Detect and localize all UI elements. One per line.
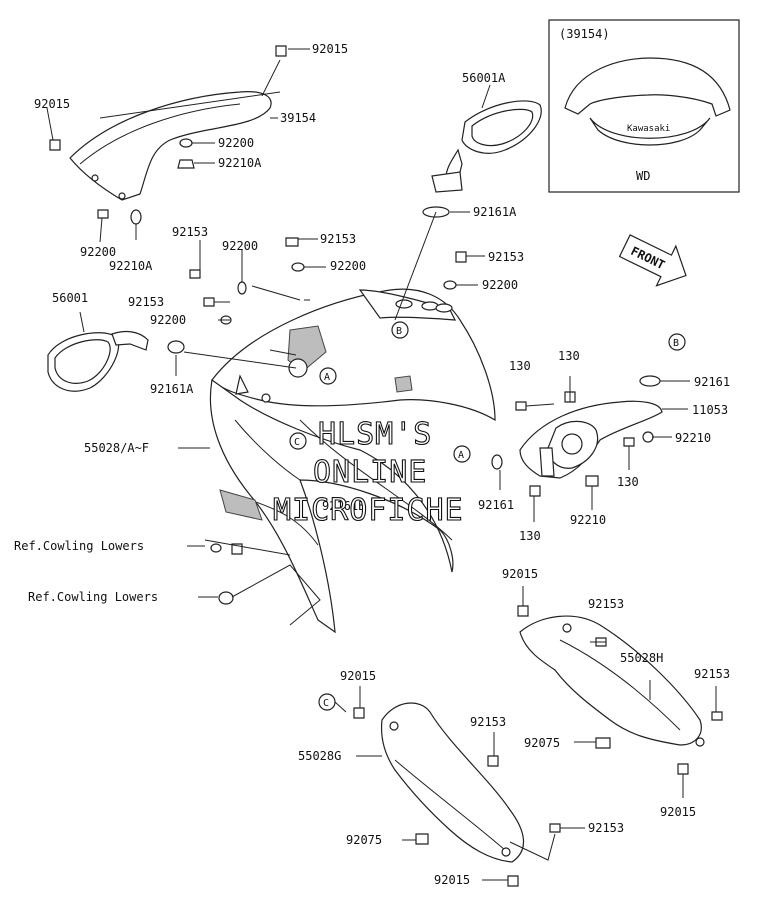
label-92200-f: 92200 <box>150 313 186 327</box>
label-92200-e: 92200 <box>482 278 518 292</box>
label-56001: 56001 <box>52 291 88 305</box>
label-ref-cowling-a: Ref.Cowling Lowers <box>14 539 144 553</box>
label-92015-e: 92015 <box>340 669 376 683</box>
watermark-line-1: HLSM'S <box>318 417 432 452</box>
side-panel-h-part <box>517 605 723 775</box>
label-130-b: 130 <box>558 349 580 363</box>
label-55028G: 55028G <box>298 749 341 763</box>
inset-logo-text: Kawasaki <box>627 124 670 134</box>
label-92015-c: 92015 <box>502 567 538 581</box>
label-92200-d: 92200 <box>330 259 366 273</box>
leader-lines <box>46 48 717 881</box>
label-92200-b: 92200 <box>80 245 116 259</box>
inset-code-label: (39154) <box>559 27 610 41</box>
callout-c2-letter: C <box>323 698 329 709</box>
label-92153-c: 92153 <box>488 250 524 264</box>
callout-a2-letter: A <box>458 450 464 461</box>
callout-circle-c2: C <box>318 693 336 711</box>
label-92161A-a: 92161A <box>473 205 517 219</box>
label-92161A-b: 92161A <box>150 382 194 396</box>
windshield-part <box>69 59 281 201</box>
label-92153-g: 92153 <box>470 715 506 729</box>
front-direction-arrow: FRONT <box>618 234 687 287</box>
label-92210-b: 92210 <box>570 513 606 527</box>
side-panel-g-part <box>353 702 561 887</box>
callout-circle-b1: B <box>391 321 409 339</box>
inset-caption: WD <box>636 169 650 183</box>
label-130-d: 130 <box>519 529 541 543</box>
label-55028AF: 55028/A~F <box>84 441 149 455</box>
mirror-right-part <box>422 100 542 218</box>
label-130-c: 130 <box>617 475 639 489</box>
label-92200-a: 92200 <box>218 136 254 150</box>
label-92015-d: 92015 <box>660 805 696 819</box>
callout-c1-letter: C <box>294 437 300 448</box>
part-labels: 92015 92015 39154 92200 92210A 92200 922… <box>14 42 730 887</box>
label-92015-f: 92015 <box>434 873 470 887</box>
label-92210-a: 92210 <box>675 431 711 445</box>
label-92075-b: 92075 <box>346 833 382 847</box>
label-92210A-a: 92210A <box>218 156 262 170</box>
callout-b1-letter: B <box>396 326 402 337</box>
label-ref-cowling-b: Ref.Cowling Lowers <box>28 590 158 604</box>
windshield-fasteners <box>49 45 287 225</box>
label-92153-e: 92153 <box>588 597 624 611</box>
label-92015-a: 92015 <box>312 42 348 56</box>
watermark: HLSM'S ONLINE MICROFICHE <box>272 416 464 528</box>
callout-b2-letter: B <box>673 338 679 349</box>
label-11053: 11053 <box>692 403 728 417</box>
watermark-line-3: MICROFICHE <box>273 493 464 528</box>
label-92161-b: 92161 <box>478 498 514 512</box>
label-92153-b: 92153 <box>320 232 356 246</box>
label-92015-b: 92015 <box>34 97 70 111</box>
inset-windshield-variant: (39154) Kawasaki WD <box>548 19 740 193</box>
label-92075-a: 92075 <box>524 736 560 750</box>
upper-cowling-part <box>209 288 496 634</box>
label-130-a: 130 <box>509 359 531 373</box>
label-92153-a: 92153 <box>172 225 208 239</box>
callout-circle-b2: B <box>668 333 686 351</box>
label-92200-c: 92200 <box>222 239 258 253</box>
label-92153-d: 92153 <box>128 295 164 309</box>
label-92161B: 92161B <box>322 499 365 513</box>
label-39154: 39154 <box>280 111 316 125</box>
callout-circle-a1: A <box>319 367 337 385</box>
watermark-line-2: ONLINE <box>313 455 427 490</box>
label-92210A-b: 92210A <box>109 259 153 273</box>
label-92161-a: 92161 <box>694 375 730 389</box>
callout-circle-a2: A <box>453 445 471 463</box>
label-92153-f: 92153 <box>694 667 730 681</box>
mirror-left-part <box>47 330 185 392</box>
callout-a1-letter: A <box>324 372 330 383</box>
label-92153-h: 92153 <box>588 821 624 835</box>
callout-circle-c1: C <box>289 432 307 450</box>
label-55028H: 55028H <box>620 651 663 665</box>
label-56001A: 56001A <box>462 71 506 85</box>
